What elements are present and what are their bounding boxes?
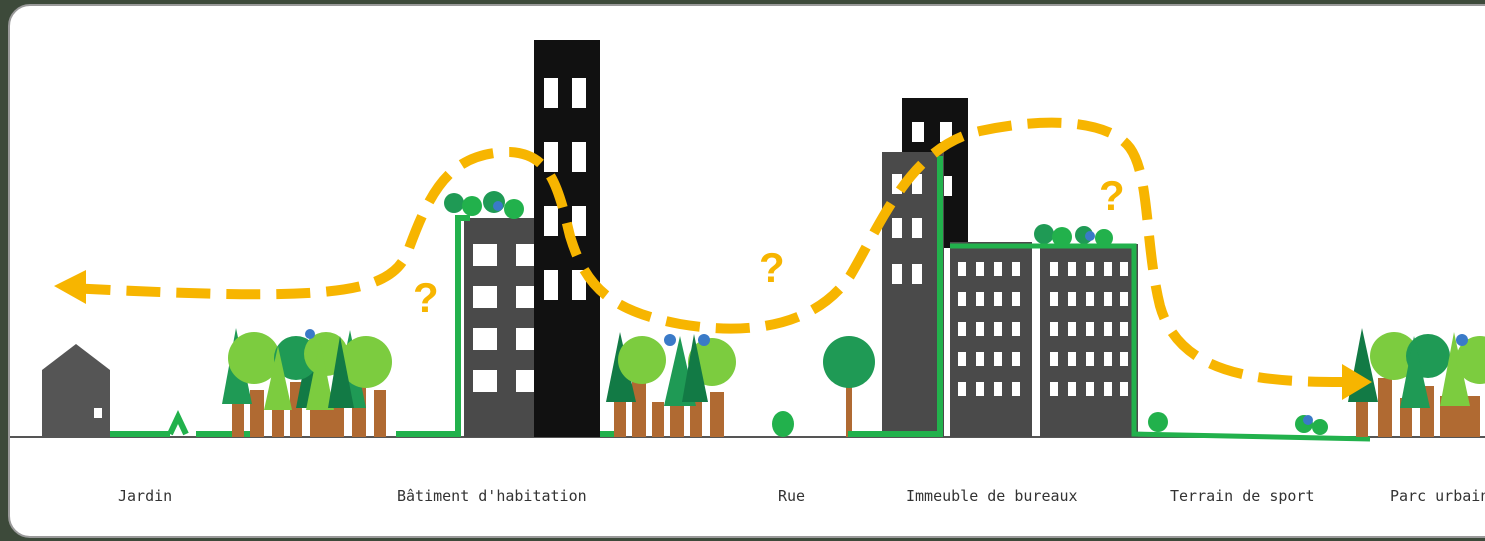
label-habitation: Bâtiment d'habitation bbox=[397, 487, 587, 505]
street-bush bbox=[772, 411, 794, 437]
path-arrow-left bbox=[54, 270, 86, 304]
label-jardin: Jardin bbox=[118, 487, 173, 505]
question-mark-3: ? bbox=[1099, 172, 1125, 219]
label-bureaux: Immeuble de bureaux bbox=[906, 487, 1078, 505]
question-mark-1: ? bbox=[413, 274, 439, 321]
label-rue: Rue bbox=[778, 487, 806, 505]
diagram-frame: ? ? ? Jardin Bâtiment d'habitation Rue I… bbox=[8, 4, 1485, 538]
street-tree bbox=[823, 336, 875, 437]
tree-cluster-garden bbox=[222, 328, 392, 437]
house-icon bbox=[42, 344, 110, 437]
garden-green-strip bbox=[110, 409, 256, 437]
path-arrow-right bbox=[1342, 364, 1372, 400]
label-sport: Terrain de sport bbox=[1170, 487, 1315, 505]
office-buildings bbox=[848, 98, 1371, 442]
movement-path bbox=[69, 117, 1343, 387]
urban-habitat-scene: ? ? ? bbox=[10, 40, 1485, 442]
question-mark-2: ? bbox=[759, 244, 785, 291]
sport-field-bushes bbox=[1148, 412, 1328, 435]
label-parc: Parc urbain bbox=[1390, 487, 1485, 505]
tree-cluster-residential bbox=[606, 332, 736, 437]
